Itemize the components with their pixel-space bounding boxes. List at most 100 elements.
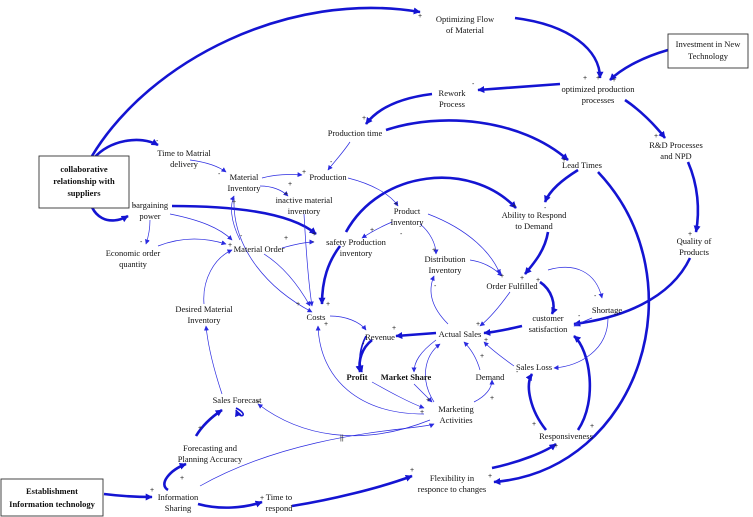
box-establishment[interactable]: Establishment Information technology (0, 478, 104, 517)
link-lead-flexibility (493, 171, 651, 485)
node-time-matrial-1[interactable]: Time to Matrial (157, 148, 211, 158)
node-material-inventory-1[interactable]: Material (230, 172, 259, 182)
sign-minus: - (516, 369, 519, 376)
node-order-fulfilled[interactable]: Order Fulfilled (486, 281, 538, 291)
node-production[interactable]: Production (309, 172, 347, 182)
sign-plus: + (596, 75, 600, 82)
node-info-sharing-1[interactable]: Information (158, 492, 199, 502)
node-optimizing-flow-2[interactable]: of Material (446, 25, 485, 35)
node-sales-forecast[interactable]: Sales Forecast (213, 395, 263, 405)
node-material-inventory-2[interactable]: Inventory (227, 183, 261, 193)
node-distribution-1[interactable]: Distribution (424, 254, 466, 264)
sign-plus: + (312, 231, 316, 238)
node-forecasting-1[interactable]: Forecasting and (183, 443, 238, 453)
sign-plus: + (324, 321, 328, 328)
node-info-sharing-2[interactable]: Sharing (165, 503, 192, 513)
sign-plus: + (228, 242, 232, 249)
sign-minus: - (156, 138, 159, 145)
sign-minus: - (312, 239, 315, 246)
node-desired-2[interactable]: Inventory (187, 315, 221, 325)
sign-plus: + (418, 13, 422, 20)
box-collaborative-line1: collaborative (60, 164, 107, 174)
link-profit-profit-bold (356, 335, 367, 373)
node-rd-1[interactable]: R&D Processes (649, 140, 703, 150)
link-desired-material-order (203, 249, 233, 305)
link-safety-ability (344, 176, 517, 233)
node-inactive-2[interactable]: inventory (288, 206, 321, 216)
node-ability-1[interactable]: Ability to Respond (502, 210, 567, 220)
node-product-inventory-2[interactable]: Inventory (390, 217, 424, 227)
node-economic-2[interactable]: quantity (119, 259, 148, 269)
node-revenue[interactable]: Revenue (365, 332, 395, 342)
sign-plus: + (488, 473, 492, 480)
sign-plus: + (688, 231, 692, 238)
link-flexibility-responsiveness (491, 442, 557, 470)
sign-minus: - (544, 205, 547, 212)
link-inactive-costs (303, 213, 314, 307)
node-responsiveness[interactable]: Responsiveness (539, 431, 593, 441)
node-rd-2[interactable]: and NPD (660, 151, 691, 161)
node-safety-1[interactable]: safety Production (326, 237, 386, 247)
node-demand[interactable]: Demand (476, 372, 506, 382)
sign-minus: - (578, 313, 581, 320)
node-bargaining-2[interactable]: power (139, 211, 160, 221)
node-production-time[interactable]: Production time (328, 128, 383, 138)
node-flexibility-1[interactable]: Flexibility in (430, 473, 475, 483)
node-rework-2[interactable]: Process (439, 99, 465, 109)
sign-plus: + (284, 235, 288, 242)
node-product-inventory-1[interactable]: Product (394, 206, 421, 216)
node-optimizing-flow-1[interactable]: Optimizing Flow (436, 14, 495, 24)
node-customer-1[interactable]: customer (532, 313, 563, 323)
node-lead-times[interactable]: Lead Times (562, 160, 602, 170)
sign-plus: + (260, 495, 264, 502)
sign-plus: + (302, 169, 306, 176)
node-flexibility-2[interactable]: responce to changes (418, 484, 486, 494)
node-customer-2[interactable]: satisfaction (529, 324, 568, 334)
node-shortage[interactable]: Shortage (592, 305, 622, 315)
node-marketing-1[interactable]: Marketing (438, 404, 474, 414)
box-investment-line1: Investment in New (676, 39, 742, 49)
node-safety-2[interactable]: inventory (340, 248, 373, 258)
node-time-respond-2[interactable]: respond (266, 503, 294, 513)
link-lead-ability (543, 168, 579, 203)
node-sales-loss[interactable]: Sales Loss (516, 362, 552, 372)
node-ability-2[interactable]: to Demand (515, 221, 553, 231)
node-market-share[interactable]: Market Share (381, 372, 432, 382)
link-time-respond-flexibility (291, 474, 413, 508)
link-info-forecasting (163, 462, 187, 492)
node-optimized-production-2[interactable]: processes (582, 95, 615, 105)
sign-minus: - (472, 81, 475, 88)
link-production-time-production (327, 141, 351, 171)
node-time-matrial-2[interactable]: delivery (170, 159, 199, 169)
node-time-respond-1[interactable]: Time to (266, 492, 292, 502)
sign-plus: + (362, 115, 366, 122)
link-material-order-costs (263, 253, 311, 307)
node-economic-1[interactable]: Economic order (106, 248, 161, 258)
node-material-order[interactable]: Material Order (234, 244, 285, 254)
node-marketing-2[interactable]: Activities (439, 415, 472, 425)
link-sales-loss-actual (483, 341, 515, 367)
box-collaborative[interactable]: collaborative relationship with supplier… (38, 155, 130, 209)
node-actual-sales[interactable]: Actual Sales (439, 329, 482, 339)
box-investment[interactable]: Investment in New Technology (667, 33, 749, 69)
node-costs[interactable]: Costs (307, 312, 326, 322)
link-marketing-sales-forecast (257, 403, 431, 436)
sign-plus: + (284, 191, 288, 198)
link-actual-market (411, 339, 437, 373)
node-inactive-1[interactable]: inactive material (276, 195, 334, 205)
box-collaborative-line2: relationship with (53, 176, 115, 186)
node-distribution-2[interactable]: Inventory (428, 265, 462, 275)
node-forecasting-2[interactable]: Planning Accuracy (178, 454, 243, 464)
node-desired-1[interactable]: Desired Material (175, 304, 233, 314)
sign-plus: + (432, 247, 436, 254)
node-rework-1[interactable]: Rework (439, 88, 467, 98)
sign-plus: + (490, 395, 494, 402)
link-information-marketing (199, 423, 435, 487)
link-costs-revenue (329, 315, 367, 331)
node-profit[interactable]: Profit (346, 372, 367, 382)
link-product-order (427, 213, 501, 275)
node-optimized-production-1[interactable]: optimized production (562, 84, 636, 94)
node-bargaining-1[interactable]: bargaining (132, 200, 169, 210)
node-quality-1[interactable]: Quality of (677, 236, 712, 246)
node-quality-2[interactable]: Products (679, 247, 709, 257)
